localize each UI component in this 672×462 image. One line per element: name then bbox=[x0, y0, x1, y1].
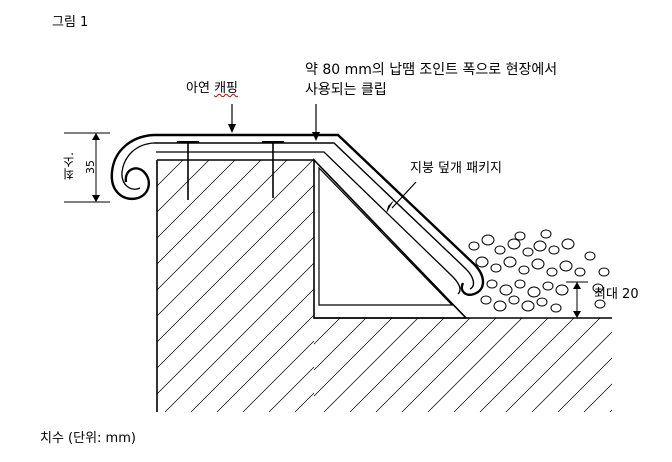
gravel-stone bbox=[480, 295, 492, 305]
hatch-line bbox=[557, 318, 612, 412]
timber-wedge bbox=[313, 158, 468, 319]
gravel-stone bbox=[490, 263, 502, 273]
ground-hatching bbox=[314, 318, 612, 412]
hatch-line bbox=[314, 318, 393, 412]
hatch-line bbox=[157, 159, 314, 412]
hatch-line bbox=[157, 159, 262, 412]
zinc-capping-inner bbox=[154, 142, 475, 290]
wall-outline bbox=[156, 159, 314, 412]
hatch-line bbox=[505, 318, 601, 412]
gravel-stone bbox=[514, 279, 526, 289]
gravel-stone bbox=[493, 300, 507, 312]
gravel-stone bbox=[540, 229, 552, 239]
gravel-stone bbox=[468, 241, 480, 251]
gravel-stone bbox=[531, 258, 545, 270]
leader-arrows bbox=[228, 104, 417, 214]
gravel-stone bbox=[548, 245, 560, 255]
hatch-line bbox=[268, 159, 314, 412]
zinc-capping-outer bbox=[154, 133, 485, 296]
gravel-stone bbox=[481, 234, 495, 246]
gravel-stone bbox=[546, 267, 558, 277]
clip-label-line2: 사용되는 클립 bbox=[305, 82, 387, 98]
max-gravel-label: 최대 20 bbox=[594, 287, 639, 302]
max-gravel-marker bbox=[566, 281, 588, 318]
gravel-stone bbox=[598, 267, 610, 277]
hatch-line bbox=[190, 159, 314, 412]
wall-hatching bbox=[157, 159, 314, 412]
hatch-line bbox=[349, 318, 445, 412]
gravel-stone bbox=[559, 260, 573, 272]
gravel-stone bbox=[584, 251, 596, 261]
gravel-stone bbox=[507, 238, 521, 250]
hatch-line bbox=[164, 159, 314, 412]
gravel-stone bbox=[522, 247, 534, 257]
gravel-stone bbox=[527, 286, 541, 298]
hatch-line bbox=[401, 318, 497, 412]
nails bbox=[177, 141, 284, 200]
hatch-line bbox=[453, 318, 549, 412]
hatch-line bbox=[609, 318, 612, 412]
hatch-line bbox=[157, 159, 314, 412]
hatch-line bbox=[157, 159, 314, 412]
gravel-stone bbox=[542, 281, 554, 291]
gravel-stone bbox=[503, 256, 517, 268]
gravel-stone bbox=[550, 303, 562, 313]
gravel-stone bbox=[561, 238, 575, 250]
hatch-line bbox=[157, 159, 314, 412]
clip-label-line1: 약 80 mm의 납땜 조인트 폭으로 현장에서 bbox=[305, 62, 558, 78]
hatch-line bbox=[314, 318, 341, 412]
hatch-line bbox=[531, 318, 612, 412]
hatch-line bbox=[216, 159, 314, 412]
gravel-stone bbox=[594, 299, 606, 309]
gravel-stone bbox=[494, 245, 506, 255]
capping-curl bbox=[110, 133, 155, 201]
zinc-capping-word1: 아연 bbox=[186, 81, 215, 96]
roof-package-label: 지붕 덮개 패키지 bbox=[410, 161, 502, 176]
gravel-stone bbox=[592, 283, 604, 293]
zinc-capping-word2: 캐핑 bbox=[214, 81, 238, 96]
units-note: 치수 (단위: mm) bbox=[40, 431, 136, 446]
gravel-stone bbox=[514, 231, 526, 241]
hatch-line bbox=[157, 159, 236, 412]
hatch-line bbox=[479, 318, 575, 412]
hatch-line bbox=[157, 159, 288, 412]
hatch-line bbox=[323, 318, 419, 412]
hatch-line bbox=[242, 159, 314, 412]
gravel-stone bbox=[574, 267, 586, 277]
gravel-stone bbox=[555, 284, 569, 296]
gravel-stone bbox=[475, 256, 489, 268]
gravel-stone bbox=[533, 240, 547, 252]
figure-title: 그림 1 bbox=[52, 15, 89, 30]
hatch-line bbox=[314, 318, 367, 412]
gravel-stone bbox=[518, 265, 530, 275]
gravel-stone bbox=[521, 300, 535, 312]
hatch-line bbox=[157, 159, 210, 412]
hatch-line bbox=[427, 318, 523, 412]
gravel-stone bbox=[508, 295, 520, 305]
zinc-capping-label: 아연 캐핑 bbox=[186, 80, 238, 97]
hatch-line bbox=[314, 318, 315, 412]
min-dimension-marker bbox=[64, 132, 110, 203]
hatch-line bbox=[583, 318, 612, 412]
roof-package-layer bbox=[156, 151, 461, 295]
gravel-stone bbox=[536, 297, 548, 307]
gravel-stone bbox=[499, 284, 513, 296]
gravel-stone bbox=[486, 279, 498, 289]
hatch-line bbox=[157, 159, 184, 412]
gravel bbox=[468, 229, 610, 313]
hatch-line bbox=[375, 318, 471, 412]
